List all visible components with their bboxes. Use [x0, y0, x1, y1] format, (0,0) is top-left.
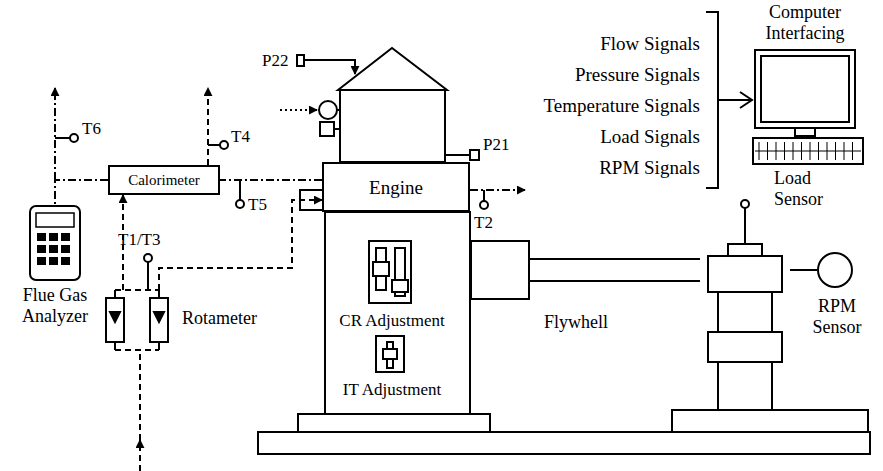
- node-label: IT Adjustment: [322, 379, 462, 400]
- signal-name: Temperature Signals: [544, 95, 700, 116]
- sensor-tag: T6: [82, 118, 101, 139]
- node-label: RPM Sensor: [799, 296, 875, 338]
- apparatus-node: Flue Gas Analyzer: [5, 205, 105, 325]
- apparatus-node: Rotameter: [100, 290, 270, 352]
- node-graphic: [370, 242, 414, 306]
- apparatus-node: Computer Interfacing: [745, 2, 865, 167]
- node-label: Flue Gas Analyzer: [5, 285, 105, 327]
- node-label: Rotameter: [182, 308, 270, 329]
- shaft-connector: [530, 270, 700, 271]
- signal-name: Flow Signals: [600, 33, 700, 54]
- signal-name: RPM Signals: [599, 157, 700, 178]
- apparatus-node: IT Adjustment: [375, 335, 405, 373]
- apparatus-node: RPM Sensor: [817, 252, 853, 288]
- node-label: Load Sensor: [774, 168, 846, 210]
- sensor-tag: T4: [231, 126, 250, 147]
- node-label: Computer Interfacing: [745, 2, 865, 44]
- apparatus-node: Flywhell: [470, 240, 530, 300]
- node-label: Engine: [369, 177, 423, 198]
- sensor-tag: P21: [483, 134, 509, 155]
- signal-name: Pressure Signals: [575, 64, 700, 85]
- sensor-tag: T5: [248, 194, 267, 215]
- node-label: Flywhell: [544, 312, 634, 333]
- node-label: Calorimeter: [128, 170, 200, 191]
- node-graphic: [377, 337, 407, 375]
- sensor-tag: T1/T3: [118, 229, 161, 250]
- apparatus-node: Calorimeter: [108, 165, 220, 195]
- sensor-tag: T2: [474, 212, 493, 233]
- apparatus-node: CR Adjustment: [368, 240, 412, 304]
- pipe-connector: [159, 200, 322, 290]
- node-label: CR Adjustment: [322, 310, 462, 331]
- sensor-tag: P22: [262, 50, 288, 71]
- signal-name: Load Signals: [600, 126, 700, 147]
- node-graphic: [700, 222, 790, 410]
- pipe-connector: [790, 270, 817, 271]
- apparatus-node: Load Sensor: [700, 222, 790, 410]
- pipe-connector: [55, 180, 108, 205]
- apparatus-node: Engine: [322, 162, 470, 212]
- pipe-connector: [220, 180, 322, 181]
